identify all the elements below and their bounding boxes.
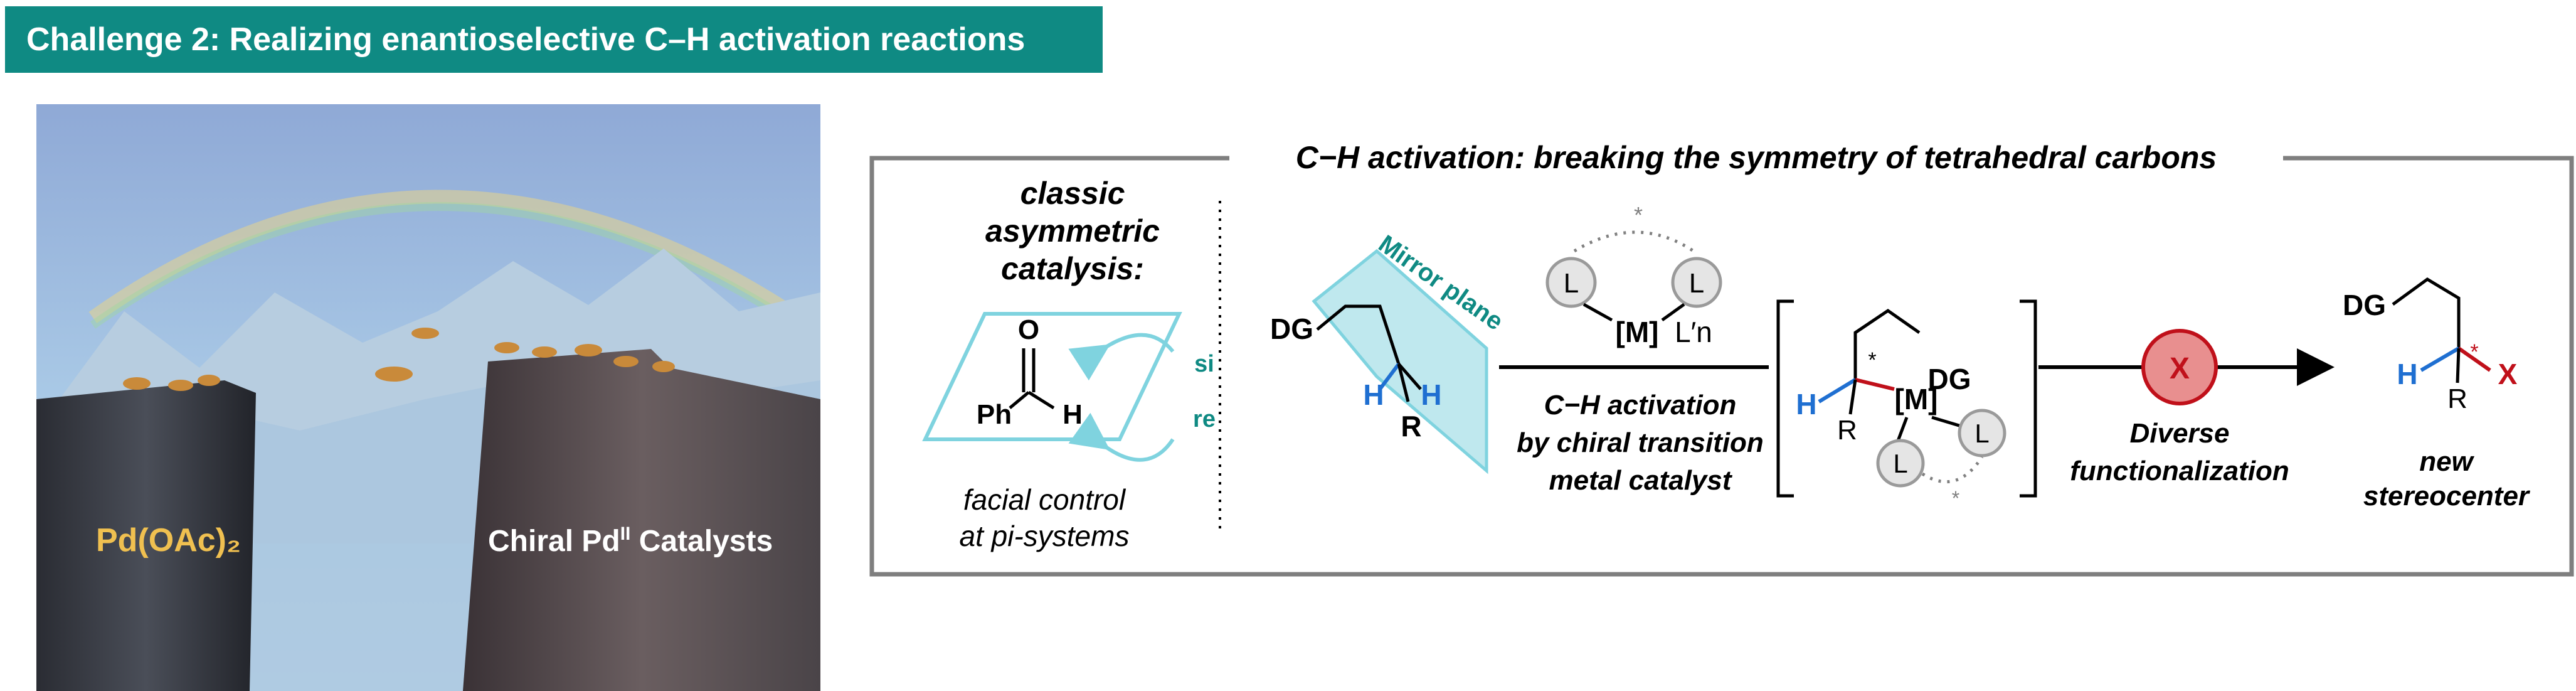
intermediate-dg: DG: [1928, 363, 1971, 395]
chiral-pd-label: Chiral PdII Catalysts: [488, 523, 773, 558]
oxygen-label: O: [1018, 314, 1039, 345]
product-h: H: [2397, 358, 2417, 390]
antelopes: [123, 328, 675, 391]
challenge-title: Challenge 2: Realizing enantioselective …: [26, 21, 1026, 58]
intermediate-ligand-2: L: [1974, 419, 1989, 448]
classic-title-1: classic: [1020, 176, 1125, 211]
classic-catalysis: classic asymmetric catalysis: O Ph H si …: [922, 176, 1216, 552]
substrate-r: R: [1401, 410, 1421, 442]
product-caption-2: stereocenter: [2363, 481, 2531, 512]
classic-title-3: catalysis:: [1001, 251, 1144, 286]
ph-label: Ph: [977, 399, 1012, 430]
hydrogen-label: H: [1063, 399, 1083, 430]
cliff-illustration: Pd(OAc)₂ Chiral PdII Catalysts: [36, 104, 820, 691]
intermediate-h: H: [1796, 388, 1816, 420]
functionalization-step: X Diverse functionalization: [2038, 329, 2335, 486]
product-caption-1: new: [2419, 446, 2474, 477]
catalyst-metal: [M]: [1616, 316, 1659, 348]
pd-oac2-label: Pd(OAc)₂: [96, 522, 241, 559]
catalyst-l-prime: L′n: [1675, 316, 1712, 348]
product-x: X: [2498, 358, 2518, 390]
arrow1-line-1: C−H activation: [1544, 390, 1737, 420]
bracket-right: [2020, 299, 2037, 498]
arrow1-line-2: by chiral transition: [1517, 427, 1764, 458]
arrow1-line-3: metal catalyst: [1549, 465, 1732, 496]
frame-box: [869, 156, 2574, 577]
intermediate-star2: *: [1952, 487, 1959, 510]
substrate-dg: DG: [1270, 313, 1313, 345]
classic-title-2: asymmetric: [985, 213, 1160, 249]
classic-caption-1: facial control: [963, 483, 1126, 516]
product-star: *: [2470, 340, 2478, 364]
chiral-catalyst: * L L [M] L′n: [1545, 202, 1722, 348]
left-cliff: [36, 380, 256, 691]
product-dg: DG: [2343, 289, 2386, 321]
x-reagent-label: X: [2170, 352, 2190, 385]
x-reagent-circle: [2141, 329, 2218, 405]
intermediate-ligand-1: L: [1893, 449, 1907, 478]
substrate-h-right: H: [1421, 378, 1441, 411]
catalyst-ligand-2: L: [1689, 268, 1704, 299]
arrow2-line-2: functionalization: [2070, 456, 2289, 486]
intermediate-star: *: [1868, 348, 1876, 372]
substrate: Mirror plane DG H H R: [1270, 230, 1508, 474]
classic-caption-2: at pi-systems: [960, 520, 1130, 552]
substrate-h-left: H: [1363, 378, 1384, 411]
challenge-header: Challenge 2: Realizing enantioselective …: [5, 6, 1103, 73]
intermediate: DG * H R [M] L L *: [1776, 299, 2037, 510]
si-face-label: si: [1194, 351, 1214, 377]
bracket-left: [1776, 299, 1794, 498]
re-face-label: re: [1193, 406, 1216, 432]
right-cliff: [463, 349, 820, 691]
arrow2-line-1: Diverse: [2129, 418, 2229, 449]
product: DG * H R X new stereocenter: [2343, 277, 2531, 512]
box-title: C−H activation: breaking the symmetry of…: [1296, 140, 2217, 175]
catalyst-ligand-1: L: [1564, 268, 1579, 299]
intermediate-r: R: [1837, 415, 1857, 446]
intermediate-metal: [M]: [1895, 383, 1938, 415]
rainbow: [88, 190, 793, 323]
catalyst-star: *: [1634, 202, 1643, 228]
pi-plane: [922, 312, 1182, 441]
product-r: R: [2447, 383, 2467, 414]
